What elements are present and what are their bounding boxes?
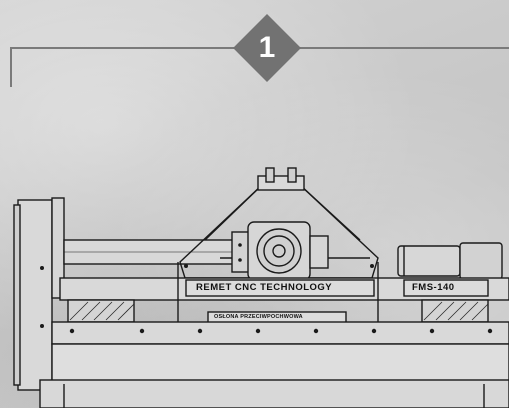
step-number-badge: 1 [233, 14, 301, 82]
brand-plate-label: REMET CNC TECHNOLOGY [196, 282, 333, 293]
header-rule-left [10, 47, 235, 49]
small-plate-label: OSŁONA PRZECIWPOCHWOWA [214, 314, 303, 320]
header-rule-right [299, 47, 509, 49]
header-rule-left-tick [10, 47, 12, 87]
step-number: 1 [258, 31, 276, 64]
model-plate-label: FMS-140 [412, 282, 455, 293]
